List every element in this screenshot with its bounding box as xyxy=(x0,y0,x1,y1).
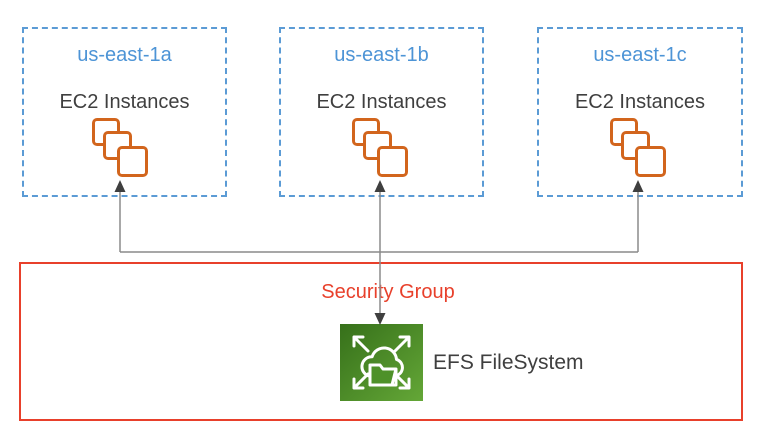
availability-zone-box-us-east-1a: us-east-1a EC2 Instances xyxy=(22,27,227,197)
ec2-square-front xyxy=(635,146,666,177)
ec2-square-front xyxy=(377,146,408,177)
availability-zone-box-us-east-1c: us-east-1c EC2 Instances xyxy=(537,27,743,197)
efs-filesystem-label: EFS FileSystem xyxy=(433,351,584,374)
ec2-instances-label: EC2 Instances xyxy=(59,91,190,113)
ec2-instances-icon xyxy=(352,118,410,180)
security-group-label: Security Group xyxy=(321,281,455,303)
ec2-instances-label: EC2 Instances xyxy=(316,91,447,113)
ec2-instances-label: EC2 Instances xyxy=(574,91,706,113)
efs-filesystem-icon xyxy=(340,324,423,401)
availability-zone-box-us-east-1b: us-east-1b EC2 Instances xyxy=(279,27,484,197)
ec2-instances-icon xyxy=(610,118,668,180)
ec2-instances-icon xyxy=(92,118,150,180)
zone-label: us-east-1c xyxy=(593,44,687,66)
efs-icon-graphic xyxy=(340,324,423,401)
zone-label: us-east-1a xyxy=(77,44,172,66)
zone-label: us-east-1b xyxy=(334,44,429,66)
ec2-square-front xyxy=(117,146,148,177)
